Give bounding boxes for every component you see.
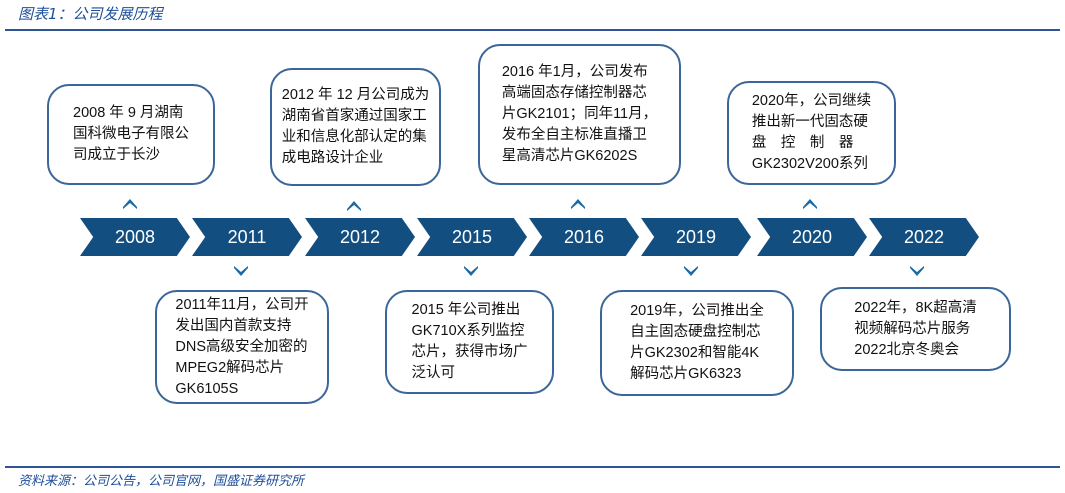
year-chevron-2022: 2022 xyxy=(869,218,979,256)
chevron-up-icon xyxy=(347,201,361,211)
year-chevron-2011: 2011 xyxy=(192,218,302,256)
event-text: 2020年，公司继续 推出新一代固态硬 盘 控 制 器 GK2302V200系列 xyxy=(751,93,872,172)
event-box-2022: 2022年，8K超高清 视频解码芯片服务 2022北京冬奥会 xyxy=(820,287,1011,371)
source-note: 资料来源：公司公告，公司官网，国盛证券研究所 xyxy=(18,474,305,489)
event-box-2008: 2008 年 9 月湖南 国科微电子有限公 司成立于长沙 xyxy=(47,84,215,185)
event-text: 2019年，公司推出全 自主固态硬盘控制芯 片GK2302和智能4K 解码芯片G… xyxy=(630,303,764,382)
bottom-divider xyxy=(5,466,1060,468)
event-box-2016: 2016 年1月，公司发布 高端固态存储控制器芯 片GK2101；同年11月， … xyxy=(478,44,681,185)
chevron-down-icon xyxy=(684,266,698,276)
chevron-down-icon xyxy=(464,266,478,276)
top-divider xyxy=(5,29,1060,31)
year-chevron-2015: 2015 xyxy=(417,218,527,256)
event-box-2012: 2012 年 12 月公司成为 湖南省首家通过国家工 业和信息化部认定的集 成电… xyxy=(270,68,441,186)
year-chevron-2016: 2016 xyxy=(529,218,639,256)
year-chevron-2008: 2008 xyxy=(80,218,190,256)
event-box-2011: 2011年11月，公司开 发出国内首款支持 DNS高级安全加密的 MPEG2解码… xyxy=(155,290,329,404)
chevron-down-icon xyxy=(234,266,248,276)
figure-title: 图表1：公司发展历程 xyxy=(18,5,163,23)
event-text: 2016 年1月，公司发布 高端固态存储控制器芯 片GK2101；同年11月， … xyxy=(501,64,658,164)
event-text: 2011年11月，公司开 发出国内首款支持 DNS高级安全加密的 MPEG2解码… xyxy=(175,296,309,397)
chevron-down-icon xyxy=(910,266,924,276)
event-box-2020: 2020年，公司继续 推出新一代固态硬 盘 控 制 器 GK2302V200系列 xyxy=(727,81,896,185)
event-box-2015: 2015 年公司推出 GK710X系列监控 芯片，获得市场广 泛认可 xyxy=(385,290,554,394)
event-text: 2008 年 9 月湖南 国科微电子有限公 司成立于长沙 xyxy=(73,105,189,163)
chevron-up-icon xyxy=(571,199,585,209)
event-text: 2022年，8K超高清 视频解码芯片服务 2022北京冬奥会 xyxy=(854,299,977,358)
year-chevron-2020: 2020 xyxy=(757,218,867,256)
event-box-2019: 2019年，公司推出全 自主固态硬盘控制芯 片GK2302和智能4K 解码芯片G… xyxy=(600,290,794,396)
chevron-up-icon xyxy=(803,199,817,209)
year-chevron-2019: 2019 xyxy=(641,218,751,256)
event-text: 2015 年公司推出 GK710X系列监控 芯片，获得市场广 泛认可 xyxy=(411,302,528,381)
chevron-up-icon xyxy=(123,199,137,209)
year-chevron-2012: 2012 xyxy=(305,218,415,256)
event-text: 2012 年 12 月公司成为 湖南省首家通过国家工 业和信息化部认定的集 成电… xyxy=(281,87,430,166)
